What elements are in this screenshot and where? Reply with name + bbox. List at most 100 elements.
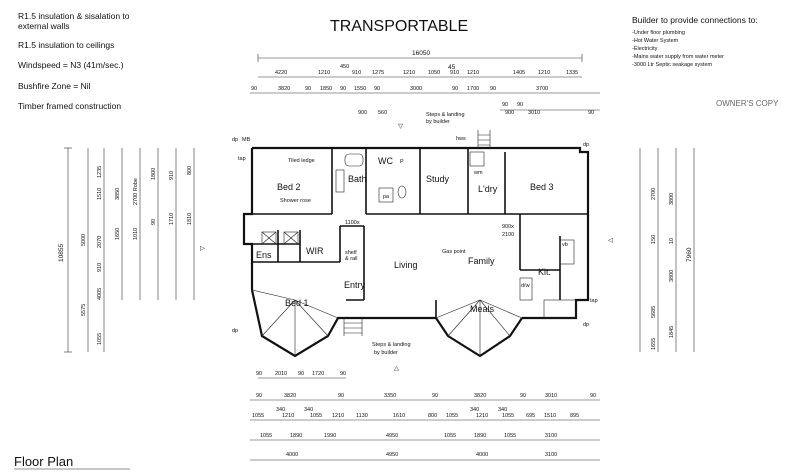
- dim-left-d: 1010: [133, 228, 139, 240]
- dp-bottom-left-label: dp: [232, 328, 238, 334]
- dim-bot-r3: 1055: [252, 413, 264, 419]
- annotations: Steps & landing by builder Steps & landi…: [232, 112, 598, 356]
- room-wc: WC: [378, 156, 393, 166]
- dim-bot-r2: 90: [520, 393, 526, 399]
- dim-left-c: 3850: [115, 188, 121, 200]
- dim-bot-r4: 1890: [474, 433, 486, 439]
- dim-top-r3: 900: [358, 110, 367, 116]
- dim-left-c: 1510: [97, 188, 103, 200]
- dim-bot-r2: 3010: [545, 393, 557, 399]
- wc-pan: [397, 185, 407, 199]
- dim-top-r2: 3000: [410, 86, 422, 92]
- dim-right-a: 7960: [686, 247, 693, 262]
- tap-right-label: tap: [590, 298, 598, 304]
- dim-bot-r3: 1210: [476, 413, 488, 419]
- dim-bot-r3: 1055: [446, 413, 458, 419]
- dishwasher: [519, 277, 533, 301]
- ensuite-shower: [261, 231, 277, 245]
- dim-left-e: 1055: [97, 333, 103, 345]
- dim-top-r3: 90: [517, 102, 523, 108]
- dim-bot-r4: 1055: [504, 433, 516, 439]
- dim-bot-r3: 1055: [310, 413, 322, 419]
- room-wir: WIR: [306, 246, 324, 256]
- dim-top-r2: 90: [305, 86, 311, 92]
- dim-bot-r4: 1890: [290, 433, 302, 439]
- room-bed3: Bed 3: [530, 182, 554, 192]
- dp-top-right-label: dp: [583, 142, 589, 148]
- dim-left-c: 800: [187, 166, 193, 175]
- dim-bot-r2: 90: [432, 393, 438, 399]
- fixtures: [261, 130, 577, 336]
- dim-bot-r3: 340: [276, 407, 285, 413]
- dim-bot-r3: 800: [428, 413, 437, 419]
- dim-left-e: 4005: [97, 288, 103, 300]
- dim-bot-r3: 1610: [393, 413, 405, 419]
- dim-top-r3: 560: [378, 110, 387, 116]
- dim-bot-r4: 1990: [324, 433, 336, 439]
- dim-bot-r5: 4000: [286, 452, 298, 458]
- dim-left-d: 1710: [169, 213, 175, 225]
- dim-bot-r5: 4950: [386, 452, 398, 458]
- room-ens: Ens: [256, 250, 272, 260]
- dim-top-r2: 90: [340, 86, 346, 92]
- dim-bot-r3: 340: [498, 407, 507, 413]
- builder-item-hot-water: -Hot Water System: [632, 38, 679, 44]
- dim-left-total: 10855: [58, 244, 65, 262]
- dim-top-r3: 900: [505, 110, 514, 116]
- room-labels: Bed 2 Bath WC Study L'dry Bed 3 Ens WIR …: [256, 156, 554, 314]
- dim-bot-r4: 1055: [444, 433, 456, 439]
- ensuite-vanity: [283, 231, 299, 245]
- dim-top-r2: 1850: [320, 86, 332, 92]
- builder-item-electricity: -Electricity: [632, 46, 658, 52]
- room-study: Study: [426, 174, 450, 184]
- left-dimensions: 10855 5000 5575 1235 1510 2070 910 4005 …: [58, 147, 206, 353]
- dim-left-c: 1235: [97, 166, 103, 178]
- dim-left-a: 5000: [81, 234, 87, 246]
- dim-top-r1: 1210: [467, 70, 479, 76]
- dim-bot-r3: 895: [570, 413, 579, 419]
- dim-right-a: 3800: [669, 193, 675, 205]
- dim-top-r1: 1335: [566, 70, 578, 76]
- dim-bot-r1: 90: [256, 371, 262, 377]
- room-bath: Bath: [348, 174, 367, 184]
- dim-left-d: 910: [97, 263, 103, 272]
- room-ldry: L'dry: [478, 184, 498, 194]
- builder-item-plumbing: -Under floor plumbing: [632, 30, 685, 36]
- bottom-dimensions: 90 2010 90 1720 90 90 3820 90 3350 90 38…: [250, 123, 600, 461]
- builder-item-mains-water: -Mains water supply from water meter: [632, 54, 724, 60]
- dim-bot-r5: 3100: [545, 452, 557, 458]
- laundry-tub: [469, 151, 485, 167]
- dim-bot-r3: 340: [470, 407, 479, 413]
- vb-label: vb: [562, 242, 568, 248]
- opening-1100-label: 1100x: [345, 220, 360, 226]
- dim-left-d: 90: [151, 219, 157, 225]
- hws-label: hws: [456, 136, 466, 142]
- top-steps: [477, 130, 491, 148]
- opening-900-label: 900x: [502, 224, 514, 230]
- dim-top-r2: 90: [452, 86, 458, 92]
- dim-top-r2: 1700: [467, 86, 479, 92]
- steps-bottom-line1: Steps & landing: [372, 342, 411, 348]
- section-arrow-bottom: △: [394, 365, 400, 372]
- dim-bot-r3: 340: [304, 407, 313, 413]
- dim-bot-r4: 4950: [386, 433, 398, 439]
- external-walls: [242, 146, 590, 358]
- bottom-steps: [343, 318, 363, 336]
- dp-top-left-label: dp: [232, 137, 238, 143]
- dim-left-d: 1810: [187, 213, 193, 225]
- room-bed1: Bed 1: [285, 298, 309, 308]
- dim-top-r1: 1210: [403, 70, 415, 76]
- dim-top-r1: 1405: [513, 70, 525, 76]
- room-entry: Entry: [344, 280, 366, 290]
- dim-bot-r2: 90: [590, 393, 596, 399]
- top-dimensions: 16050 45 4220 1210 450 910 1275 1210 105…: [250, 50, 600, 116]
- dim-bot-r3: 1210: [332, 413, 344, 419]
- dim-top-r2: 3820: [278, 86, 290, 92]
- dim-right-a: 1845: [669, 326, 675, 338]
- dim-top-r1: 910: [450, 70, 459, 76]
- dim-top-r2: 90: [374, 86, 380, 92]
- dim-right-a: 1655: [651, 338, 657, 350]
- dim-top-r2: 90: [251, 86, 257, 92]
- dim-right-b: 150: [651, 235, 657, 244]
